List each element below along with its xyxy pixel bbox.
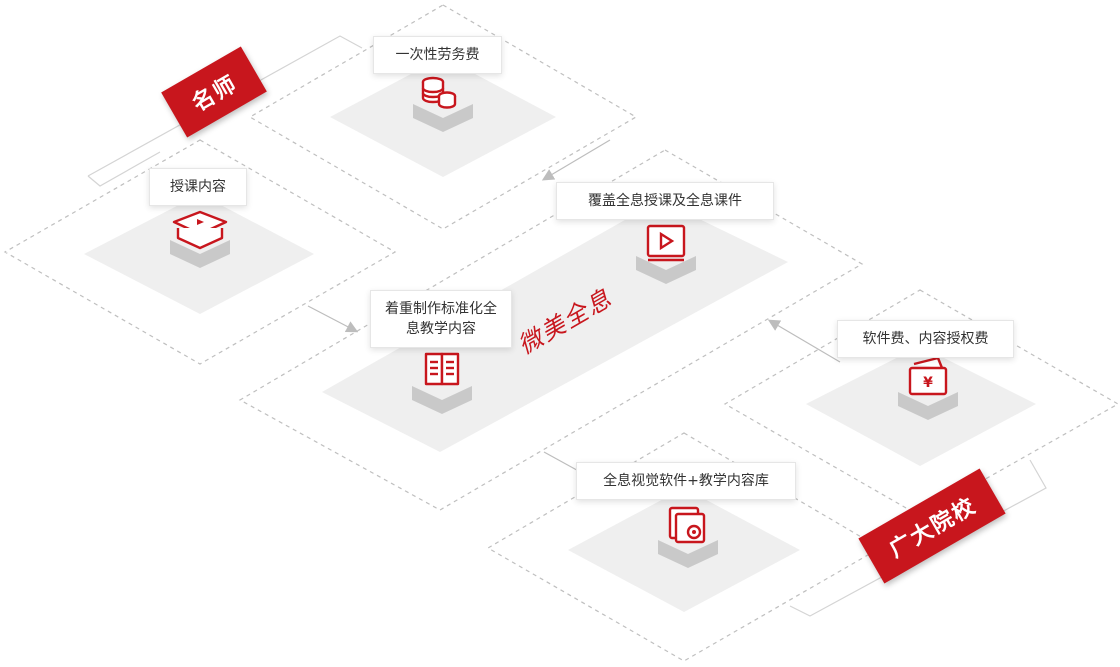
- svg-text:¥: ¥: [923, 375, 933, 391]
- diamond-license-fee: [723, 289, 1120, 517]
- teacher-ribbon-line-lower: [87, 151, 161, 187]
- gear-window-icon: [658, 506, 718, 568]
- dashed-diamonds: [3, 4, 1120, 662]
- tile-software-library: [568, 488, 800, 612]
- diamond-software-library: [486, 432, 882, 662]
- card-software-library-label: 全息视觉软件+教学内容库: [603, 473, 769, 489]
- card-teaching-content: 授课内容: [149, 168, 247, 206]
- card-holo-courses-label: 覆盖全息授课及全息课件: [588, 193, 742, 209]
- card-holo-courses: 覆盖全息授课及全息课件: [556, 182, 774, 220]
- video-play-icon: [636, 224, 696, 284]
- wallet-yuan-icon: ¥: [898, 356, 958, 420]
- teacher-ribbon-line: [87, 35, 363, 177]
- card-software-library: 全息视觉软件+教学内容库: [576, 462, 796, 500]
- coin-stack-icon: [413, 76, 473, 132]
- tiles: [84, 57, 1036, 612]
- card-teaching-content-label: 授课内容: [170, 179, 226, 195]
- arrow-to-license-fee: [767, 319, 841, 363]
- open-book-icon: [412, 352, 472, 414]
- card-standard-content: 着重制作标准化全息教学内容: [370, 290, 512, 348]
- card-license-fee-label: 软件费、内容授权费: [862, 331, 989, 347]
- card-one-time-fee: 一次性劳务费: [373, 36, 502, 74]
- diamond-teaching-content: [3, 139, 397, 365]
- arrow-to-one-time-fee: [541, 139, 611, 181]
- tag-teacher-label: 名师: [188, 71, 243, 117]
- tile-center: [322, 200, 788, 452]
- arrows: [307, 139, 841, 475]
- card-standard-content-label: 着重制作标准化全息教学内容: [385, 301, 497, 337]
- tile-one-time-fee: [330, 57, 556, 177]
- graduation-cap-icon: [170, 210, 230, 268]
- card-license-fee: 软件费、内容授权费: [837, 320, 1014, 358]
- card-one-time-fee-label: 一次性劳务费: [395, 47, 480, 63]
- arrow-to-center-from-teacher: [307, 305, 359, 333]
